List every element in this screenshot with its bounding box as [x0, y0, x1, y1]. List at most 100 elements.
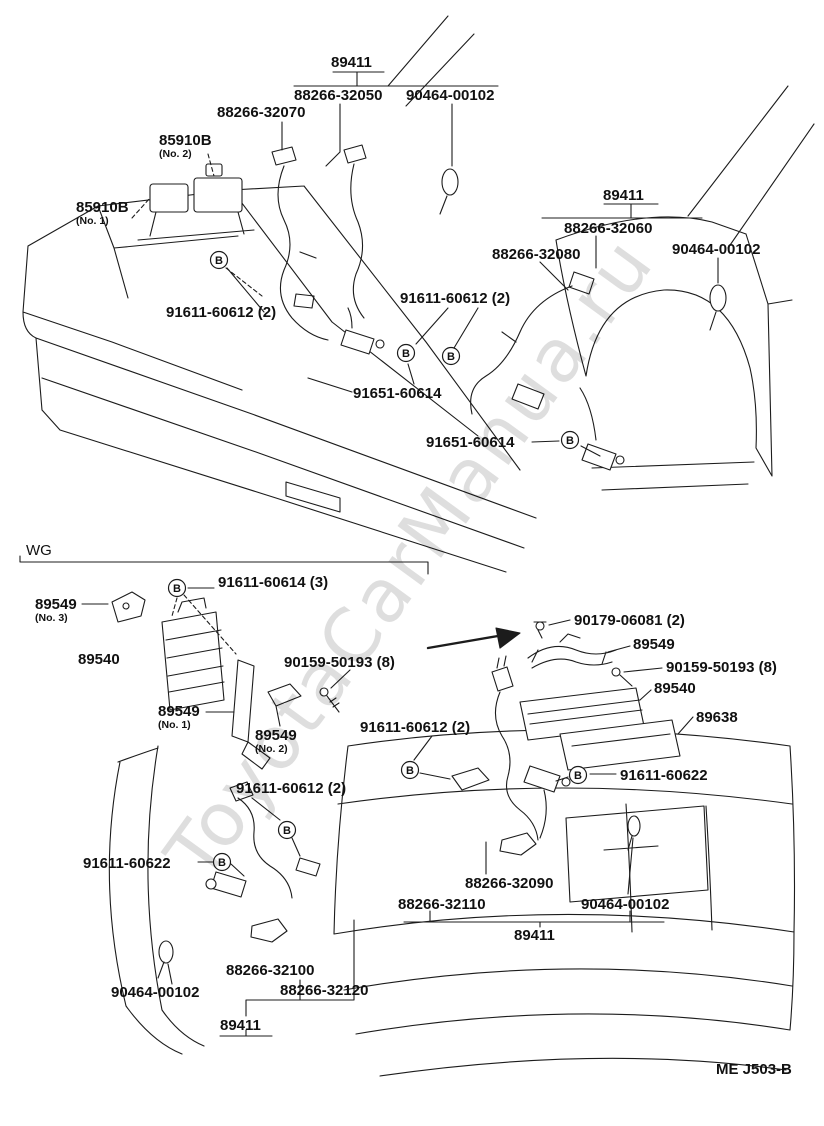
bolt-marker-label: B: [402, 348, 410, 360]
harness-connector: [568, 271, 595, 295]
part-label-90159-50193: 90159-50193 (8): [284, 654, 395, 671]
cable-clamp: [451, 767, 490, 791]
part-label-88266-32110: 88266-32110: [398, 896, 486, 913]
bolt-marker-b: B: [441, 346, 461, 366]
bolt-marker-label: B: [566, 435, 574, 447]
ecu-fins: [165, 597, 225, 693]
part-label-89549-no2: 89549 (No. 2): [255, 728, 297, 755]
bolt-marker-b: B: [212, 852, 232, 872]
bolt-marker-b: B: [568, 765, 588, 785]
part-label-90159-50193: 90159-50193 (8): [666, 659, 777, 676]
front-car-outline: [22, 15, 815, 573]
part-label-89411: 89411: [514, 927, 555, 944]
wg-bracket-line: [19, 555, 429, 575]
part-label-89540: 89540: [78, 651, 120, 668]
bracket-hole: [122, 602, 130, 610]
sensor-bracket-assembly: [527, 633, 617, 669]
harness-connector: [229, 781, 254, 802]
leader-dashed: [225, 267, 263, 297]
part-number: 89549: [255, 727, 297, 744]
sensor-tip: [205, 878, 217, 890]
screw-shaft: [619, 674, 633, 687]
grommet: [627, 815, 641, 837]
actuator-body-large: [193, 177, 243, 213]
part-label-89638: 89638: [696, 709, 738, 726]
cable-clamp: [295, 857, 321, 877]
sensor-cable: [277, 165, 329, 341]
bolt-marker-label: B: [574, 770, 582, 782]
speed-sensor-body: [523, 765, 561, 793]
actuator-body-small: [149, 183, 189, 213]
part-label-88266-32090: 88266-32090: [465, 875, 554, 892]
bolt-marker-b: B: [396, 343, 416, 363]
ecu-tray: [559, 719, 681, 771]
bolt-marker-b: B: [277, 820, 297, 840]
ecu-fins: [527, 699, 643, 725]
front-leader-lines: [225, 71, 719, 457]
sensor-bracket-no1: [231, 659, 271, 770]
bolt-shaft: [533, 621, 547, 639]
sensor-pigtail: [347, 307, 353, 329]
front-left-sensor-harness: [271, 144, 459, 355]
bolt-marker-b: B: [167, 578, 187, 598]
sensor-cable: [350, 163, 365, 319]
bolt-marker-label: B: [215, 255, 223, 267]
part-label-88266-32080: 88266-32080: [492, 246, 581, 263]
direction-arrow-head: [495, 627, 521, 649]
abs-actuator-unit: [131, 153, 255, 241]
part-number-note: (No. 2): [159, 147, 192, 160]
section-label-wg: WG: [26, 542, 52, 559]
sensor-tip: [615, 455, 625, 465]
harness-connector: [491, 666, 514, 692]
sensor-tip: [375, 339, 385, 349]
part-label-89549-no1: 89549 (No. 1): [158, 704, 200, 731]
part-label-90179-06081: 90179-06081 (2): [574, 612, 685, 629]
bolt-marker-b: B: [209, 250, 229, 270]
part-label-89411: 89411: [603, 187, 644, 204]
part-label-88266-32050: 88266-32050: [294, 87, 383, 104]
part-label-91611-60612: 91611-60612 (2): [166, 304, 277, 321]
wg-section-bracket: [19, 555, 429, 575]
part-number: 85910B: [76, 199, 129, 216]
part-label-88266-32120: 88266-32120: [280, 982, 369, 999]
part-label-89540: 89540: [654, 680, 696, 697]
part-label-91651-60614: 91651-60614: [426, 434, 515, 451]
part-label-91611-60612: 91611-60612 (2): [360, 719, 471, 736]
part-label-90464-00102: 90464-00102: [111, 984, 200, 1001]
sensor-tip: [561, 777, 571, 787]
sensor-bracket-no2: [267, 683, 302, 707]
part-label-90464-00102: 90464-00102: [581, 896, 670, 913]
part-label-91611-60622: 91611-60622: [83, 855, 171, 872]
speed-sensor-body: [511, 383, 545, 410]
sensor-foot-bracket: [250, 918, 288, 943]
actuator-leader-lines: [131, 153, 215, 219]
grommet-tail: [627, 835, 633, 851]
cable-clamp: [293, 251, 317, 309]
part-label-89549-no3: 89549 (No. 3): [35, 597, 77, 624]
bolt-markers: B B B B B B B B B: [167, 250, 588, 872]
part-label-89411: 89411: [220, 1017, 261, 1034]
grommet-tail: [439, 195, 448, 215]
bolt-marker-b: B: [400, 760, 420, 780]
rear-leader-lines: [81, 587, 694, 1037]
part-label-90464-00102: 90464-00102: [672, 241, 761, 258]
connector-pins: [496, 655, 507, 669]
direction-arrow-shaft: [426, 634, 500, 650]
part-label-85910B-no2: 85910B (No. 2): [159, 133, 212, 160]
sensor-cable: [494, 691, 539, 841]
bolt-marker-label: B: [173, 583, 181, 595]
grommet: [158, 940, 174, 964]
bolt-head: [535, 621, 545, 631]
actuator-mount-lines: [137, 211, 255, 241]
screw-shaft: [326, 695, 340, 713]
speed-sensor-body: [340, 329, 375, 355]
part-number: 89549: [35, 596, 77, 613]
part-label-89411: 89411: [331, 54, 372, 71]
sensor-cable: [237, 797, 293, 899]
bolt-marker-label: B: [447, 351, 455, 363]
screw-head: [611, 667, 621, 677]
abs-ecu-box: [161, 611, 225, 711]
rear-left-parts: [111, 591, 340, 979]
part-label-88266-32060: 88266-32060: [564, 220, 653, 237]
